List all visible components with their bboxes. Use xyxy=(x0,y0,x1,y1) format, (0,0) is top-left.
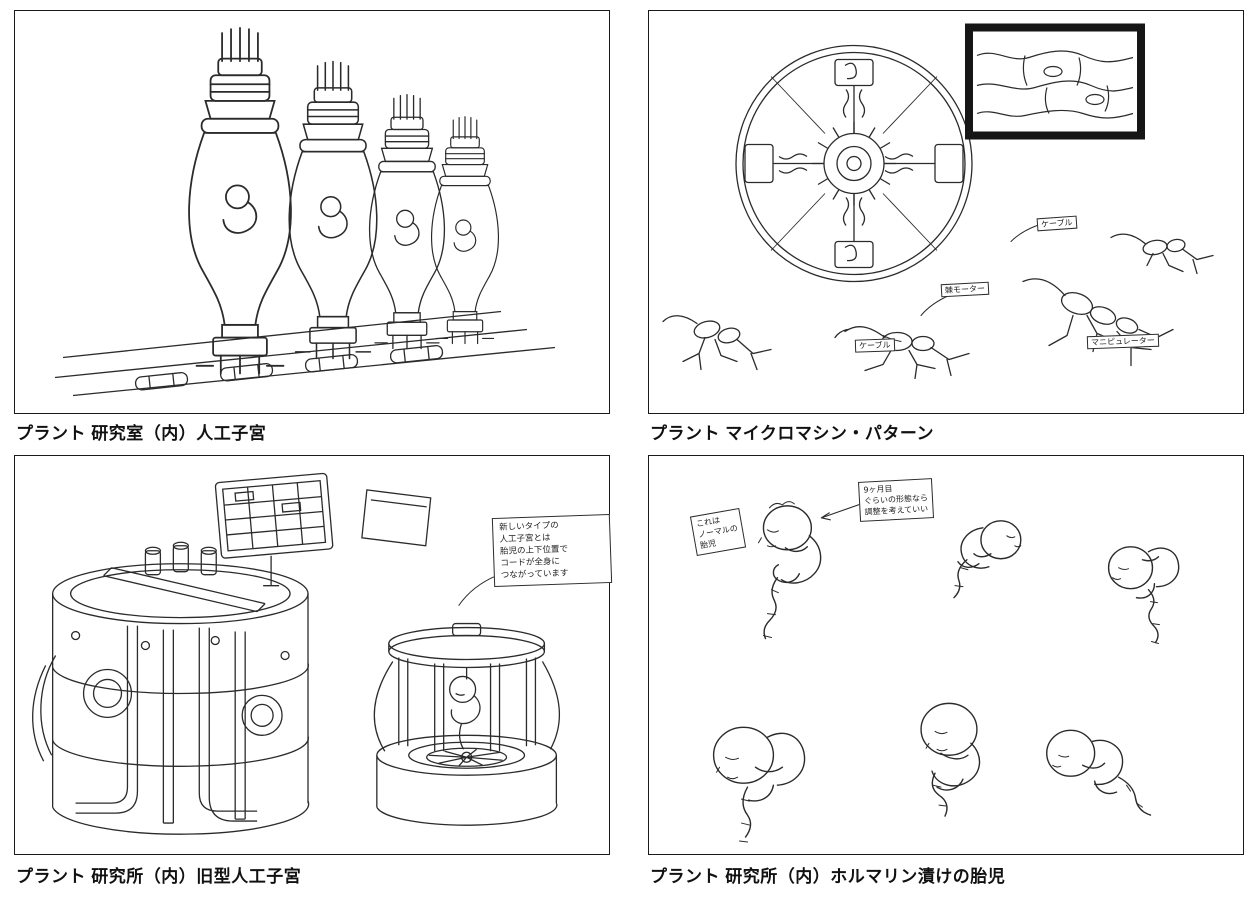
artificial-womb-caption: プラント 研究室（内）人工子宮 xyxy=(16,424,267,443)
label-tag-cable-1: ケーブル xyxy=(1036,215,1077,232)
panel-old-womb-frame: 新しいタイプの 人工子宮とは 胎児の上下位置で コードが全身に つながっています xyxy=(14,455,613,855)
old-womb-caption: プラント 研究所（内）旧型人工子宮 xyxy=(16,867,302,886)
micromachine-caption: プラント マイクロマシン・パターン xyxy=(650,424,935,443)
note-line: 調整を考えていい xyxy=(864,504,929,518)
label-tag-motor: 棘モーター xyxy=(940,281,990,298)
panel-micromachine-frame: ケーブル 棘モーター ケーブル マニピュレーター xyxy=(648,10,1244,414)
handwritten-note: 新しいタイプの 人工子宮とは 胎児の上下位置で コードが全身に つながっています xyxy=(491,513,613,588)
fetuses-caption: プラント 研究所（内）ホルマリン漬けの胎児 xyxy=(650,867,1006,886)
panel-fetuses-frame: これは ノーマルの 胎児 9ヶ月目 ぐらいの形態なら 調整を考えていい xyxy=(648,455,1244,855)
old-womb-illustration xyxy=(32,472,561,835)
panel-artificial-womb-frame xyxy=(14,10,610,414)
fetuses-illustration xyxy=(712,501,1180,843)
artificial-womb-illustration xyxy=(54,27,556,397)
label-tag-manipulator: マニピュレーター xyxy=(1086,333,1160,350)
handwritten-note-nine-months: 9ヶ月目 ぐらいの形態なら 調整を考えていい xyxy=(858,478,934,522)
label-tag-cable-2: ケーブル xyxy=(854,338,895,353)
micromachine-illustration xyxy=(662,23,1214,380)
